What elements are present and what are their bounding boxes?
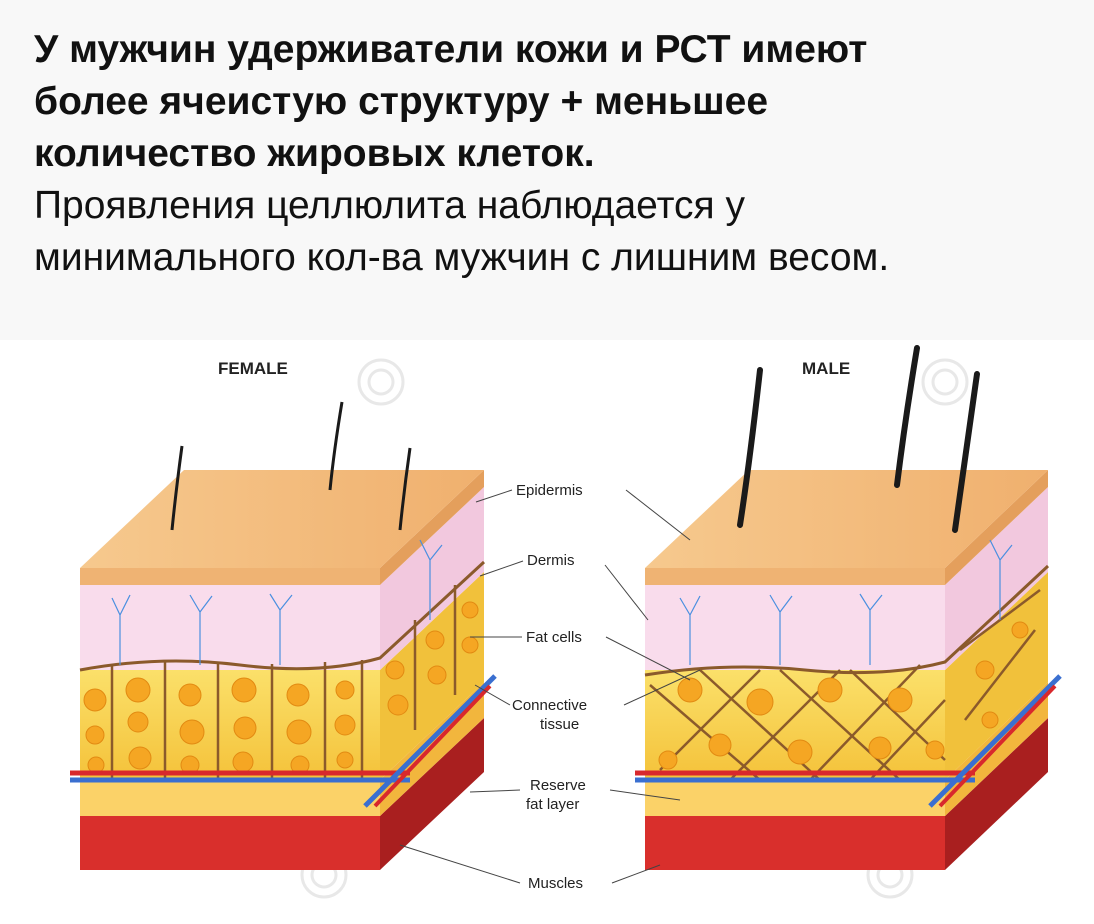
male-reserve-fat-front	[645, 780, 945, 816]
male-label: MALE	[802, 359, 850, 378]
female-vein-diagonal	[363, 674, 497, 808]
label-connective-1: Connective	[512, 697, 587, 714]
male-fat-cells	[658, 621, 1029, 770]
male-septa	[649, 589, 1041, 781]
female-epidermis-front	[80, 568, 380, 585]
label-reserve-1: Reserve	[530, 777, 586, 794]
label-connective-2: tissue	[540, 716, 579, 733]
label-muscles: Muscles	[528, 875, 583, 892]
female-reserve-fat-front	[80, 780, 380, 816]
label-fat-cells: Fat cells	[526, 629, 582, 646]
male-muscle-side	[945, 718, 1048, 870]
female-skin-block	[70, 401, 497, 870]
female-fat-cells	[83, 601, 479, 775]
label-dermis: Dermis	[527, 552, 575, 569]
female-label: FEMALE	[218, 359, 288, 378]
male-skin-block	[635, 345, 1062, 870]
female-artery-diagonal	[373, 684, 492, 808]
female-dermis-side	[380, 487, 484, 670]
header-panel: У мужчин удерживатели кожи и РСТ имеют б…	[0, 0, 1094, 340]
male-epidermis-side	[945, 470, 1048, 585]
male-vein-diagonal	[928, 674, 1062, 808]
label-epidermis: Epidermis	[516, 482, 583, 499]
female-muscle-front	[80, 816, 380, 870]
skin-diagram: FEMALE MALE	[0, 340, 1094, 919]
female-epidermis-side	[380, 470, 484, 585]
header-text: У мужчин удерживатели кожи и РСТ имеют б…	[34, 24, 1074, 284]
header-bold-line: У мужчин удерживатели кожи и РСТ имеют	[34, 28, 868, 71]
leader-lines	[399, 489, 701, 884]
label-reserve-2: fat layer	[526, 796, 579, 813]
skin-diagram-svg: FEMALE MALE	[70, 345, 1062, 899]
female-capillaries	[111, 539, 443, 665]
male-epidermis-front	[645, 568, 945, 585]
header-bold-line: количество жировых клеток.	[34, 132, 595, 175]
male-muscle-front	[645, 816, 945, 870]
female-skin-top	[80, 470, 484, 568]
header-normal-line: Проявления целлюлита наблюдается у	[34, 184, 745, 227]
female-dermis-front	[80, 585, 380, 670]
male-artery-diagonal	[938, 684, 1057, 808]
male-boundary	[644, 564, 1050, 677]
female-muscle-side	[380, 718, 484, 870]
female-boundary	[79, 560, 486, 672]
header-normal-line: минимального кол-ва мужчин с лишним весо…	[34, 236, 890, 279]
female-septa	[110, 585, 457, 780]
male-dermis-side	[945, 487, 1048, 670]
male-hairs	[737, 345, 980, 533]
header-bold-line: более ячеистую структуру + меньшее	[34, 80, 769, 123]
female-hairs	[170, 401, 412, 531]
male-capillaries	[679, 539, 1013, 665]
